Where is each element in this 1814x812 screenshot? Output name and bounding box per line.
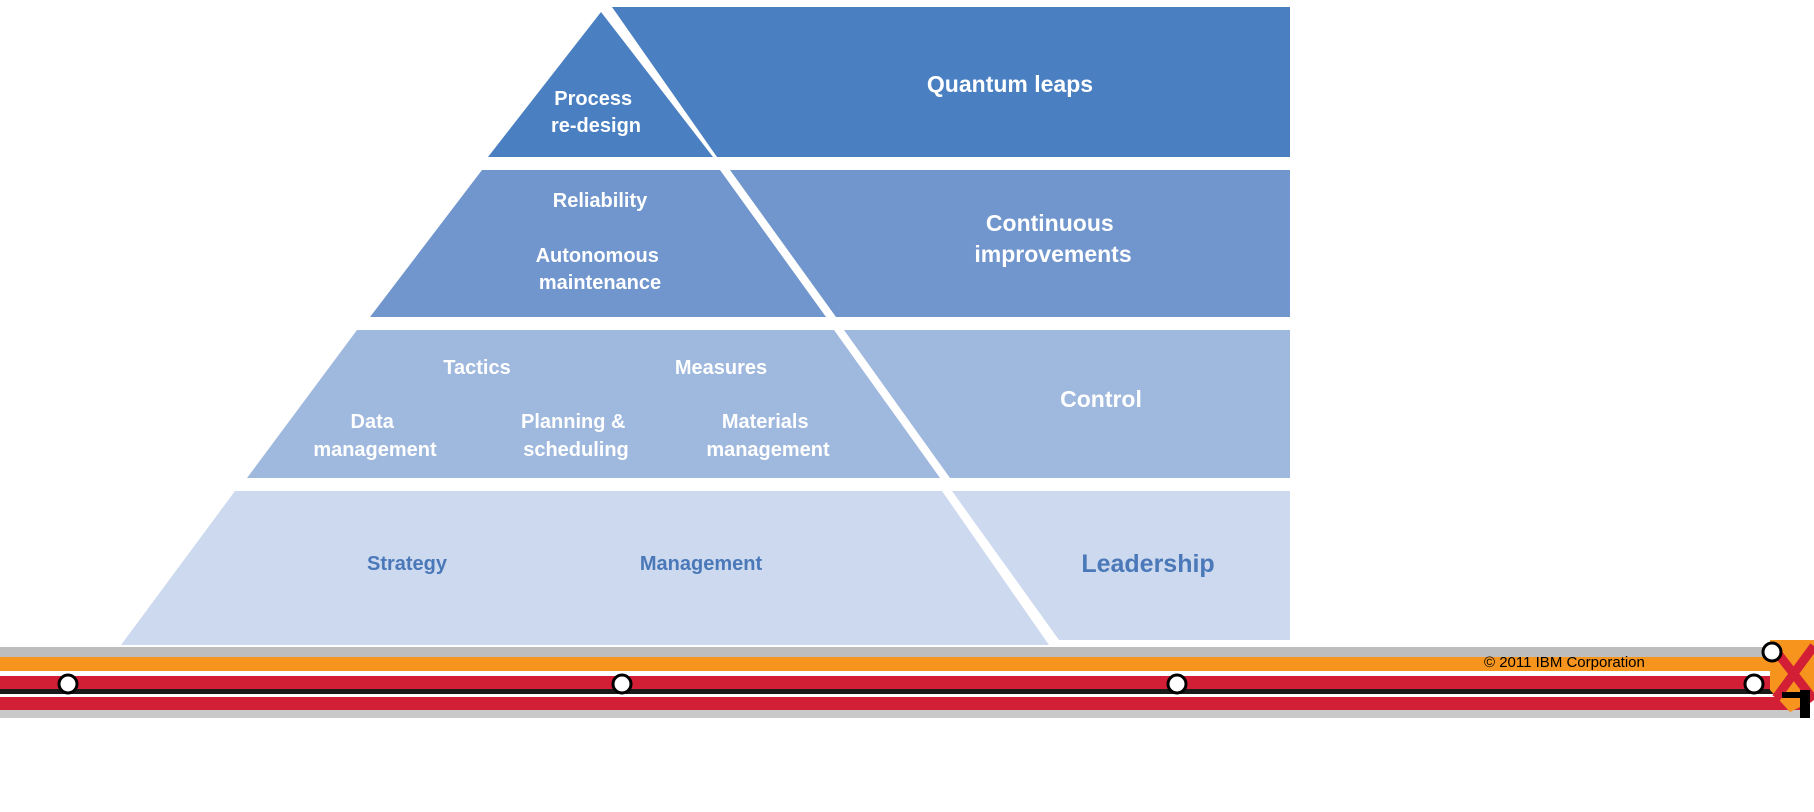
station-circle-3	[1166, 673, 1188, 695]
materials-management-label: Materials management	[706, 411, 830, 461]
reliability-label: Reliability	[553, 190, 648, 212]
copyright-text: © 2011 IBM Corporation	[1484, 654, 1645, 671]
tier1-triangle	[488, 12, 713, 157]
data-management-label: Data management	[313, 411, 437, 461]
strategy-label: Strategy	[367, 553, 448, 575]
quantum-leaps-label: Quantum leaps	[927, 71, 1093, 97]
stripe-black-line	[0, 689, 1800, 694]
stripe-white-line	[0, 671, 1800, 676]
stripe-red	[0, 676, 1800, 689]
continuous-improvements-label: Continuous improvements	[974, 210, 1131, 267]
station-circle-2	[611, 673, 633, 695]
stripe-gray-top	[0, 647, 1800, 657]
footer-stripe	[0, 647, 1800, 718]
management-label: Management	[640, 553, 763, 575]
process-redesign-label: Process re-design	[551, 88, 641, 137]
control-band	[844, 330, 1290, 478]
stripe-orange	[0, 657, 1800, 671]
junction-mark-icon	[1761, 640, 1814, 718]
continuous-improvements-band	[730, 170, 1290, 317]
tier4-trapezoid	[121, 491, 1049, 645]
autonomous-maintenance-label: Autonomous maintenance	[536, 245, 665, 294]
planning-scheduling-label: Planning & scheduling	[521, 411, 631, 461]
stripe-gray-bottom	[0, 710, 1800, 718]
measures-label: Measures	[675, 357, 767, 379]
station-circle-1	[57, 673, 79, 695]
station-circle-4	[1743, 673, 1765, 695]
stripe-red-lower	[0, 697, 1800, 710]
tier2-trapezoid	[370, 170, 826, 317]
leadership-label: Leadership	[1081, 550, 1214, 578]
tactics-label: Tactics	[443, 357, 510, 379]
leadership-band	[952, 491, 1290, 640]
tier3-trapezoid	[247, 330, 940, 478]
quantum-leaps-band	[612, 7, 1290, 157]
control-label: Control	[1060, 386, 1142, 412]
stripe-white-gap	[0, 694, 1800, 697]
